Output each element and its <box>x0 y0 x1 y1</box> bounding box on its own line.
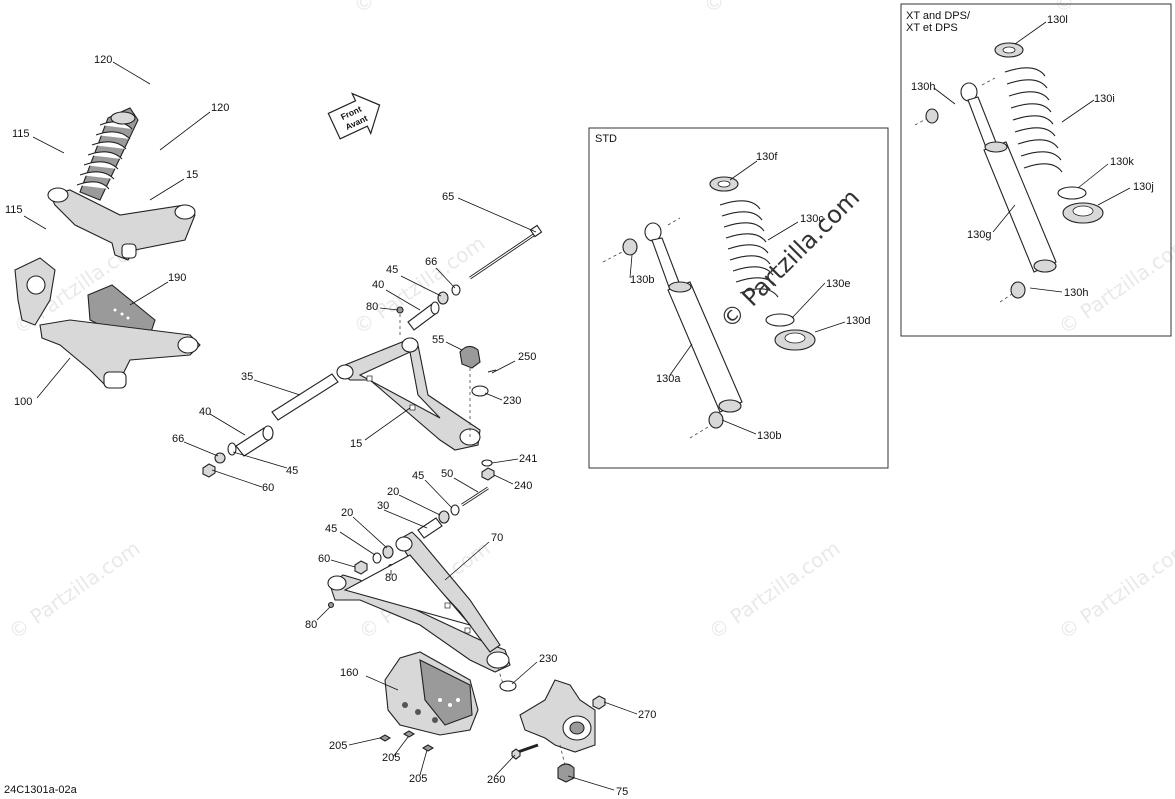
callout-66-left: 66 <box>172 433 184 445</box>
front-direction-arrow: Front Avant <box>327 92 381 140</box>
callout-20-mid: 20 <box>387 486 399 498</box>
std-box-title: STD <box>595 133 617 145</box>
callout-130c: 130c <box>800 213 824 225</box>
callout-100: 100 <box>14 396 32 408</box>
xt-dps-shock-box <box>900 3 1172 337</box>
diagram-code: 24C1301a-02a <box>4 784 78 796</box>
callout-80-upper: 80 <box>366 301 378 313</box>
callout-130h-bottom: 130h <box>1064 287 1088 299</box>
callout-55: 55 <box>432 334 444 346</box>
callout-130a: 130a <box>656 373 681 385</box>
callout-130l: 130l <box>1047 14 1068 26</box>
callout-130h-top: 130h <box>911 81 935 93</box>
xt-shock-parts <box>914 42 1104 303</box>
callout-120-lower: 120 <box>211 102 229 114</box>
callout-270: 270 <box>638 709 656 721</box>
callout-40-upper: 40 <box>372 279 384 291</box>
callout-115-upper: 115 <box>12 128 30 140</box>
callout-230-lower: 230 <box>539 653 557 665</box>
background-watermarks: © Partzilla.com © Partzilla.com © Partzi… <box>4 0 1175 644</box>
callout-190: 190 <box>168 272 186 284</box>
callout-130k: 130k <box>1110 156 1134 168</box>
watermark: © Partzilla.com <box>4 536 144 644</box>
callout-120-upper: 120 <box>94 54 112 66</box>
callout-20-left: 20 <box>341 507 353 519</box>
callout-160: 160 <box>340 667 358 679</box>
callout-66-upper: 66 <box>425 256 437 268</box>
exploded-lower-arm <box>327 486 517 692</box>
callout-130e: 130e <box>826 278 850 290</box>
callout-75: 75 <box>616 786 628 798</box>
watermark: © Partzilla.com <box>349 0 489 18</box>
callout-130j: 130j <box>1133 181 1154 193</box>
callout-241: 241 <box>519 453 537 465</box>
watermark: © Partzilla.com <box>1054 231 1175 339</box>
callout-130f: 130f <box>756 151 778 163</box>
callout-65: 65 <box>442 191 454 203</box>
overview-shock <box>76 107 139 201</box>
callout-15-overview: 15 <box>186 169 198 181</box>
callout-15-arm: 15 <box>350 438 362 450</box>
callout-80-mid: 80 <box>385 572 397 584</box>
callout-70: 70 <box>491 532 503 544</box>
watermark: © Partzilla.com <box>1054 536 1175 644</box>
watermark: © Partzilla.com <box>1049 0 1175 18</box>
callout-130d: 130d <box>846 315 870 327</box>
exploded-upper-arm <box>202 224 543 481</box>
callout-130g: 130g <box>967 229 991 241</box>
callout-labels: 120 120 115 115 15 190 100 65 45 66 40 8… <box>5 14 1154 798</box>
callout-240: 240 <box>514 480 532 492</box>
callout-35: 35 <box>241 371 253 383</box>
callout-45-upper: 45 <box>386 264 398 276</box>
callout-115-lower: 115 <box>5 204 23 216</box>
exploded-skid-knuckle <box>378 651 606 783</box>
callout-60-lower: 60 <box>318 553 330 565</box>
callout-45-left: 45 <box>286 465 298 477</box>
callout-205-c: 205 <box>409 773 427 785</box>
std-shock-parts <box>602 176 816 439</box>
callout-80-lower: 80 <box>305 619 317 631</box>
xt-box-title-line2: XT et DPS <box>906 22 958 34</box>
callout-60-left: 60 <box>262 482 274 494</box>
callout-130i: 130i <box>1094 93 1115 105</box>
xt-box-title-line1: XT and DPS/ <box>906 10 971 22</box>
callout-45-mid: 45 <box>412 470 424 482</box>
watermark: © Partzilla.com <box>699 0 839 18</box>
callout-45-lower: 45 <box>325 523 337 535</box>
callout-50: 50 <box>441 468 453 480</box>
watermark: © Partzilla.com <box>704 536 844 644</box>
callout-130b-top: 130b <box>630 274 654 286</box>
callout-260: 260 <box>487 774 505 786</box>
leader-lines <box>23 21 1131 791</box>
callout-40-left: 40 <box>199 406 211 418</box>
overview-lower-arm <box>39 319 201 386</box>
callout-30: 30 <box>377 500 389 512</box>
callout-230-upper: 230 <box>503 395 521 407</box>
std-shock-box <box>588 127 889 469</box>
callout-250: 250 <box>518 351 536 363</box>
callout-130b-bottom: 130b <box>757 430 781 442</box>
assembly-overview <box>14 107 201 389</box>
callout-205-a: 205 <box>329 740 347 752</box>
callout-205-b: 205 <box>382 752 400 764</box>
